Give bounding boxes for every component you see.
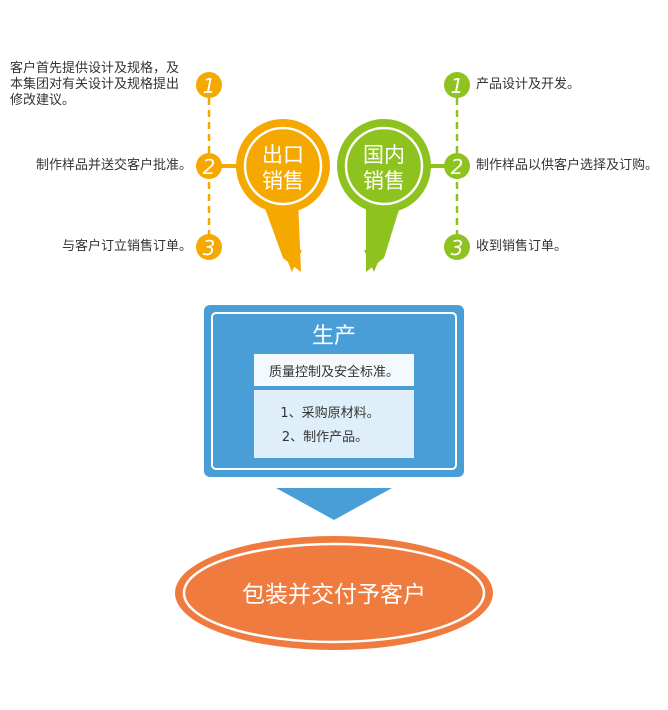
domestic-badge-ring (344, 126, 424, 206)
export-step-1-number: 1 (203, 74, 216, 98)
domestic-step-3-circle (444, 234, 470, 260)
domestic-step-1-text: 产品设计及开发。 (476, 77, 580, 93)
domestic-step-2-line-1: 制作样品以供客户选择及订购。 (476, 158, 659, 173)
production-box: 生产 质量控制及安全标准。 1、采购原材料。 2、制作产品。 (204, 305, 464, 477)
domestic-step-3-line-1: 收到销售订单。 (476, 239, 568, 254)
domestic-step-2-circle (444, 153, 470, 179)
domestic-step-1-line-1: 产品设计及开发。 (476, 77, 581, 92)
domestic-step-2-number: 2 (451, 155, 464, 179)
export-step-2-number: 2 (203, 155, 216, 179)
export-title-line2: 销售 (262, 169, 304, 193)
export-step-3-line-1: 与客户订立销售订单。 (61, 239, 192, 254)
delivery-label: 包装并交付予客户 (242, 582, 426, 608)
export-step-3-circle (196, 234, 222, 260)
quality-text: 质量控制及安全标准。 (269, 364, 399, 380)
domestic-step-3-text: 收到销售订单。 (476, 239, 567, 255)
domestic-step-2-text: 制作样品以供客户选择及订购。 (476, 158, 658, 174)
domestic-step-1-circle (444, 72, 470, 98)
export-step-2-circle (196, 153, 222, 179)
quality-box (254, 354, 414, 386)
export-pointer-tip (283, 250, 302, 272)
export-step-3-text: 与客户订立销售订单。 (62, 239, 192, 255)
export-step-1-line-2: 本集团对有关设计及规格提出 (10, 77, 180, 92)
export-step-2-text: 制作样品并送交客户批准。 (36, 158, 192, 174)
domestic-title-line1: 国内 (363, 143, 405, 167)
export-step-1-text: 客户首先提供设计及规格，及 本集团对有关设计及规格提出 修改建议。 (10, 61, 179, 109)
production-title: 生产 (312, 324, 356, 349)
export-title-line1: 出口 (262, 143, 304, 167)
export-step-1-circle (196, 72, 222, 98)
export-branch: 出口 销售 1 2 3 (196, 72, 330, 272)
delivery-ellipse: 包装并交付予客户 (175, 536, 493, 650)
export-step-1-line-3: 修改建议。 (10, 93, 76, 108)
domestic-step-1-number: 1 (451, 74, 464, 98)
domestic-pointer-tip (364, 250, 383, 272)
delivery-ellipse-outer (175, 536, 493, 650)
process-box (254, 390, 414, 458)
delivery-ellipse-ring (182, 542, 486, 644)
process-item-2: 2、制作产品。 (282, 430, 368, 445)
export-badge-outer (236, 119, 330, 213)
down-arrow (276, 488, 392, 520)
domestic-badge-outer (337, 119, 431, 213)
process-item-1: 1、采购原材料。 (280, 405, 379, 421)
export-badge-ring (243, 126, 323, 206)
production-box-border (211, 312, 457, 470)
domestic-title-line2: 销售 (363, 169, 405, 193)
domestic-branch: 国内 销售 1 2 3 (337, 72, 470, 272)
export-step-1-line-1: 客户首先提供设计及规格，及 (10, 61, 180, 76)
export-step-3-number: 3 (203, 236, 216, 260)
export-step-2-line-1: 制作样品并送交客户批准。 (35, 158, 192, 173)
domestic-step-3-number: 3 (451, 236, 464, 260)
